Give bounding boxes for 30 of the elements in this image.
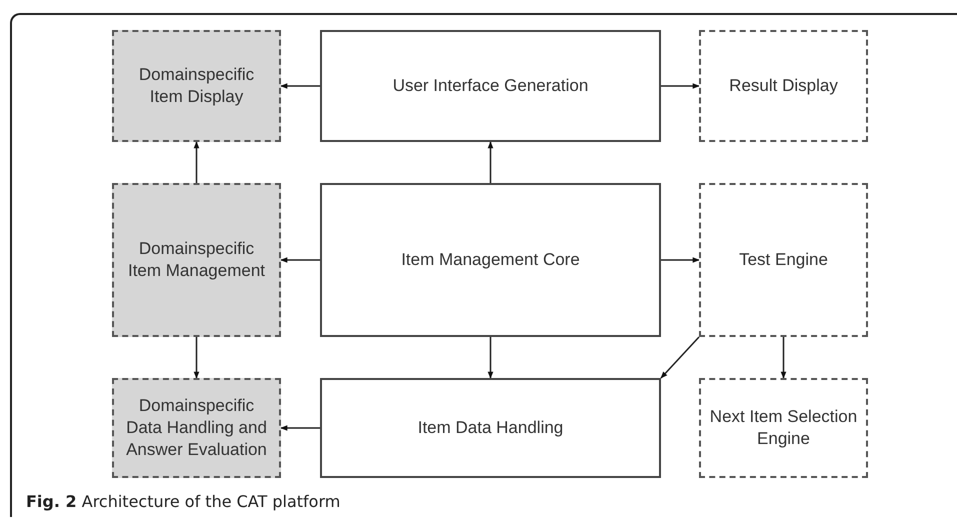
component-label: Next Item Selection Engine (709, 406, 858, 450)
arrow (280, 257, 320, 263)
component-box (320, 30, 661, 142)
component-label: Domainspecific Item Display (138, 64, 256, 108)
arrow (661, 257, 700, 263)
arrow (194, 337, 200, 379)
arrow (488, 141, 494, 183)
component-box (699, 183, 868, 337)
component-label: Item Data Handling (418, 417, 564, 439)
arrow (780, 337, 786, 379)
figure-caption: Fig. 2 Architecture of the CAT platform (26, 491, 340, 513)
arrow (280, 83, 320, 89)
arrow (194, 141, 200, 183)
arrow (488, 337, 494, 379)
arrow (660, 336, 700, 379)
component-box (699, 378, 868, 478)
component-box (112, 30, 281, 142)
component-label: Item Management Core (401, 249, 580, 271)
component-label: Test Engine (739, 249, 828, 271)
arrow (661, 83, 700, 89)
component-label: Domainspecific Item Management (126, 238, 266, 282)
component-box (112, 183, 281, 337)
component-box (320, 378, 661, 478)
component-box (112, 378, 281, 478)
component-box (320, 183, 661, 337)
component-label: Result Display (729, 75, 838, 97)
arrow (280, 425, 320, 431)
component-box (699, 30, 868, 142)
component-label: Domainspecific Data Handling and Answer Evaluation (125, 395, 268, 461)
component-label: User Interface Generation (392, 75, 588, 97)
